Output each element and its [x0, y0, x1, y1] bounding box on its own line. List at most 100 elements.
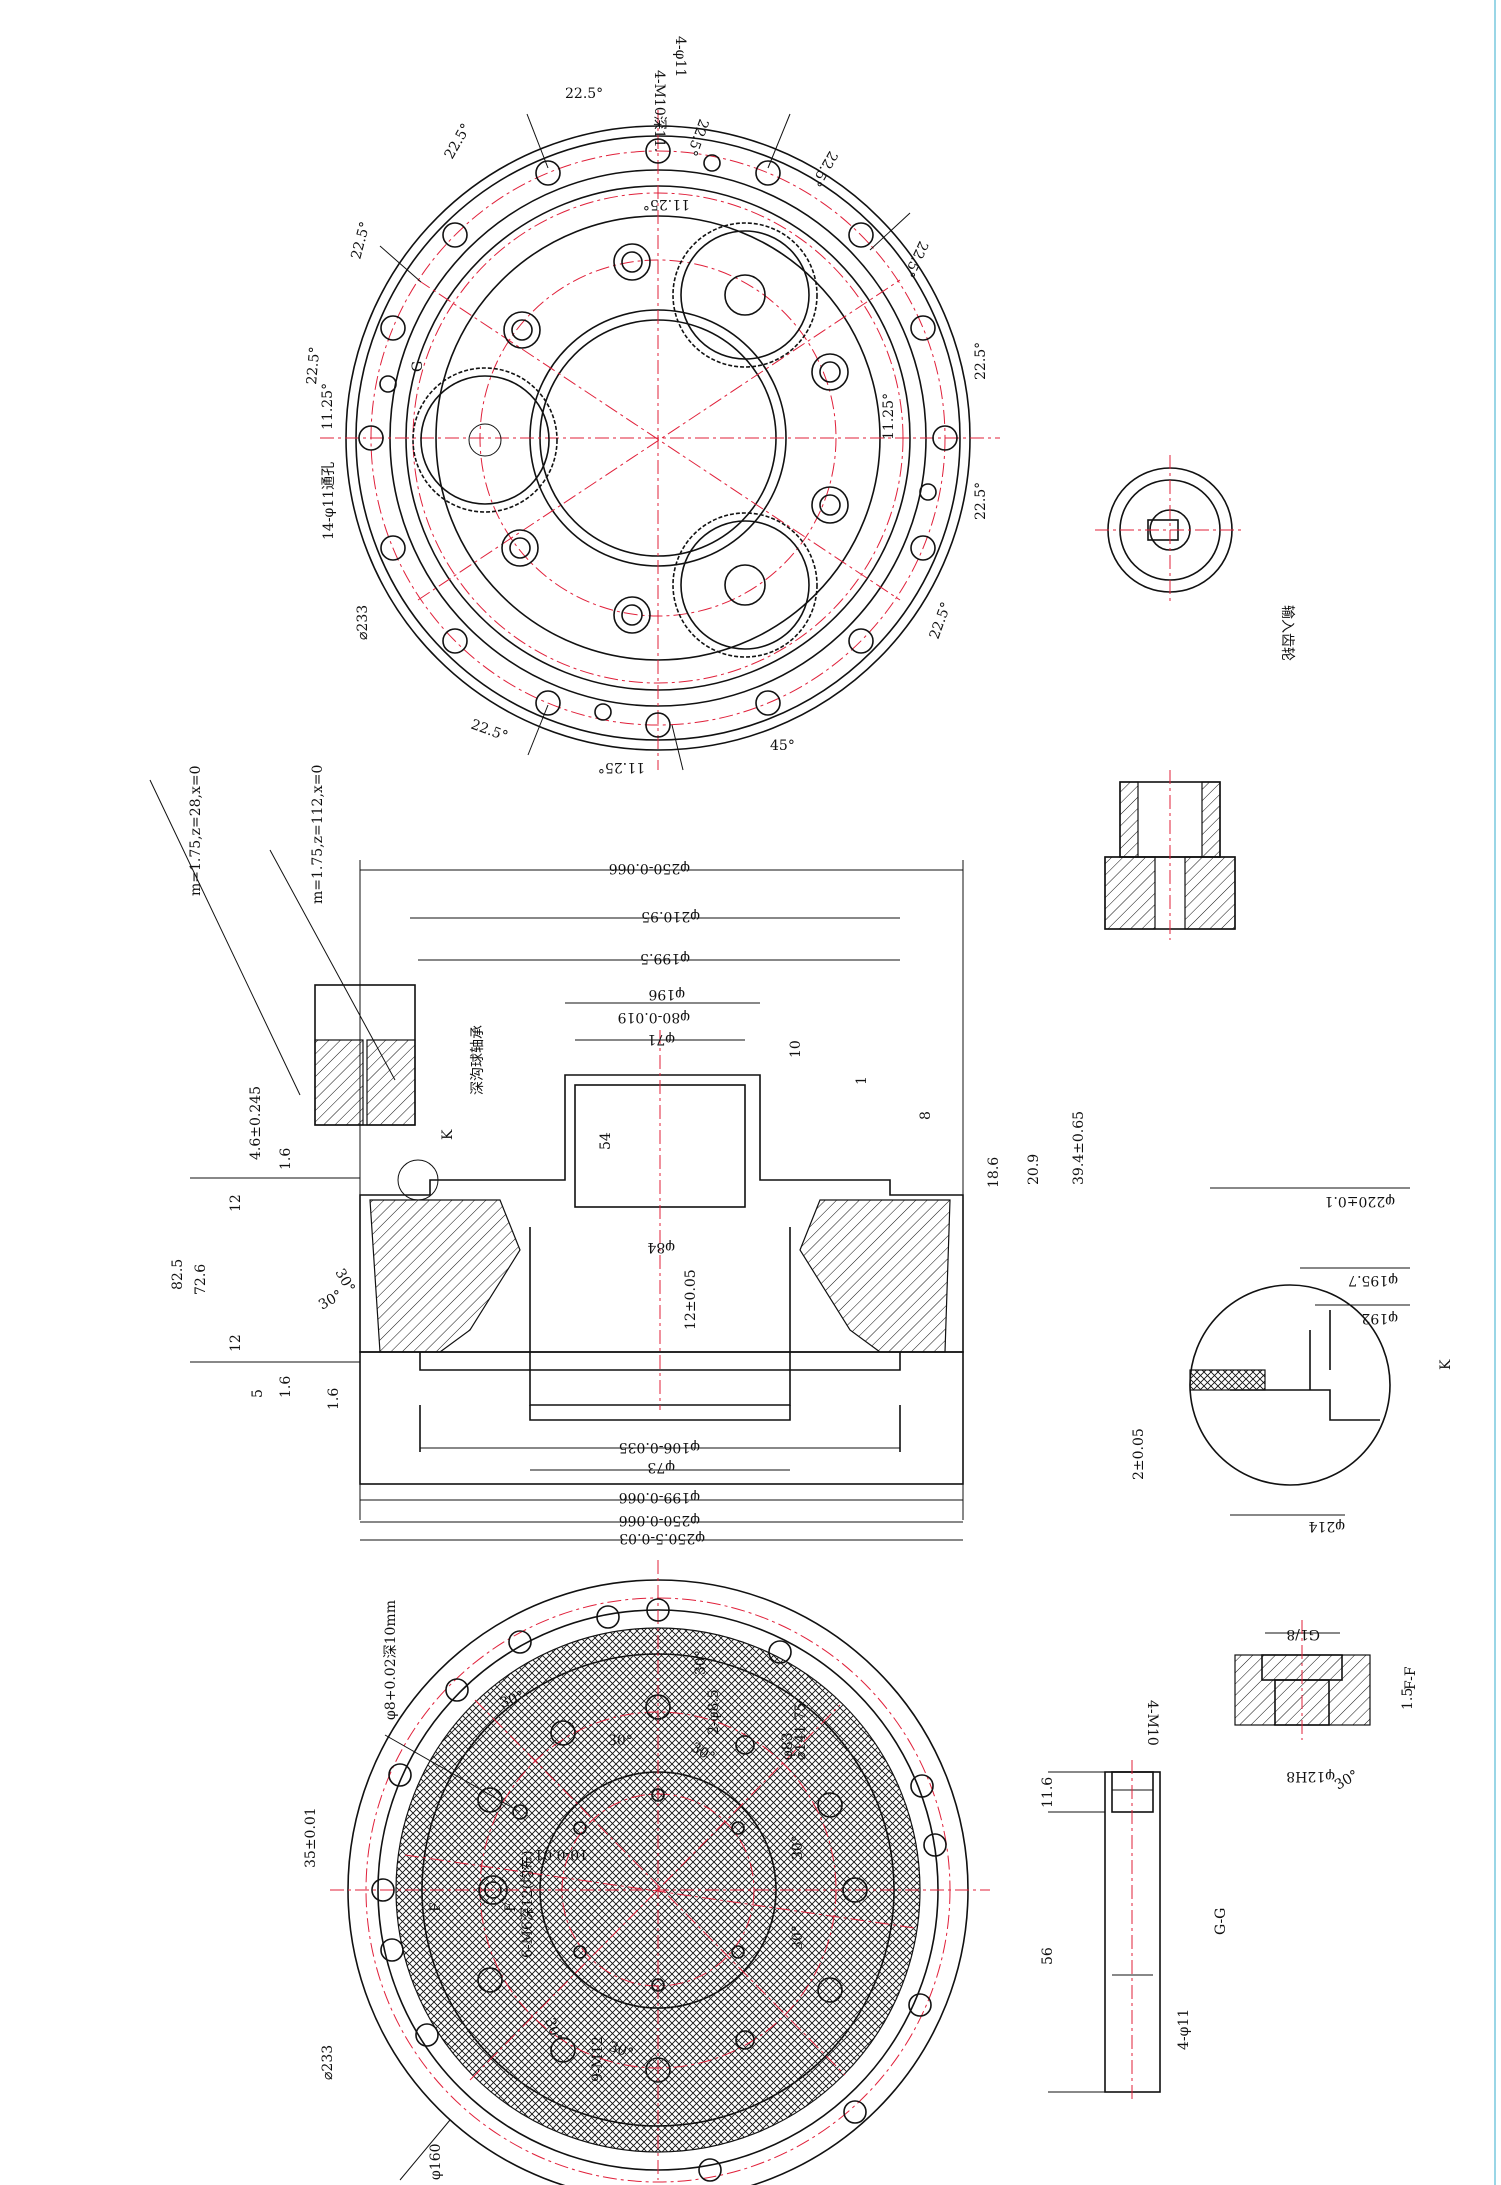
- bottom-d141-label: ⌀141.75: [793, 1703, 809, 1760]
- gg-hole: 4-φ11: [1176, 2009, 1192, 2050]
- bottom-d83-label: φ83: [780, 1732, 796, 1760]
- detail-k: K φ220±0.1 φ195.7 φ192 φ214 2±0.05: [1131, 1187, 1454, 1534]
- top-section-g: G: [410, 361, 426, 372]
- height-8: 1.6: [326, 1388, 342, 1410]
- gg-depth: 11.6: [1040, 1777, 1056, 1808]
- bottom-small-fit-label: 10-0.01: [534, 1846, 588, 1862]
- top-angle-0: 22.5°: [565, 86, 603, 102]
- bottom-d233-label: ⌀233: [320, 2045, 336, 2080]
- section-gg: G-G 4-M10 11.6 56 4-φ11: [1040, 1700, 1229, 2100]
- bottom-d160-label: φ160: [428, 2143, 444, 2180]
- height-5: 12: [228, 1334, 244, 1352]
- dia-bot-4: φ250-0.066: [619, 1512, 700, 1528]
- mid-dim-0: 54: [598, 1132, 614, 1150]
- dia-bot-0: φ84: [647, 1239, 675, 1255]
- bottom-angle-1: 30°: [608, 1733, 633, 1749]
- ff-thread: G1/8: [1286, 1626, 1320, 1642]
- top-offset-3: 11.25°: [598, 759, 645, 775]
- detail-k-mark: K: [440, 1129, 456, 1140]
- detail-k-dim-2: φ192: [1361, 1310, 1398, 1326]
- detail-k-dim-4: 2±0.05: [1131, 1428, 1147, 1480]
- ff-dim: 1.5: [1400, 1688, 1416, 1710]
- top-view: 4-M10深11. 4-φ11 14-φ11通孔 ⌀233 22.5° 22.5…: [304, 36, 1000, 775]
- right-dim-3: 18.6: [986, 1157, 1002, 1188]
- detail-k-dim-0: φ220±0.1: [1324, 1193, 1395, 1209]
- dia-top-2: φ199.5: [640, 950, 690, 966]
- top-angle-10: 45°: [770, 738, 795, 754]
- section-ff: F-F G1/8 1.5 φ12H8 30°: [1234, 1620, 1419, 1793]
- top-angle-7: 22.5°: [973, 342, 989, 380]
- dia-top-1: φ210.95: [641, 908, 700, 924]
- gear1-label: m=1.75,z=28,x=0: [188, 765, 204, 896]
- dia-top-4: φ80-0.019: [618, 1009, 690, 1025]
- bottom-d35-label: 35±0.01: [303, 1807, 319, 1868]
- bottom-angle-6: 30°: [607, 2039, 636, 2063]
- dia-bot-2: φ106-0.035: [619, 1439, 700, 1455]
- top-holes-14-label: 14-φ11通孔: [321, 462, 337, 540]
- height-6: 5: [250, 1389, 266, 1398]
- bottom-section-f-1: F: [428, 1902, 444, 1912]
- right-dim-4: 20.9: [1026, 1154, 1042, 1185]
- ff-hole: φ12H8: [1286, 1768, 1335, 1784]
- dia-bot-1: φ73: [647, 1459, 675, 1475]
- detail-k-title: K: [1438, 1359, 1454, 1370]
- gear2-label: m=1.75,z=112,x=0: [310, 765, 326, 904]
- height-3: 82.5: [170, 1259, 186, 1290]
- top-dia-label: ⌀233: [355, 605, 371, 640]
- bottom-angle-7: 30°: [498, 1688, 527, 1712]
- bottom-m12-label: 9-M12: [590, 2036, 606, 2082]
- section-angle-1: 30°: [316, 1287, 346, 1313]
- bottom-angle-4: 30°: [790, 1925, 806, 1950]
- top-holes-4b-label: 4-φ11: [672, 36, 688, 77]
- top-holes-4-label: 4-M10深11.: [651, 70, 667, 152]
- height-1: 1.6: [278, 1148, 294, 1170]
- input-gear-label: 输入齿轮: [1279, 605, 1295, 661]
- dia-bot-3: φ199-0.066: [619, 1489, 700, 1505]
- bottom-angle-5: 30°: [541, 2016, 565, 2045]
- height-2: 12: [228, 1194, 244, 1212]
- bottom-angle-0: 30°: [693, 1650, 709, 1675]
- cap-screws: [501, 243, 849, 634]
- top-angle-11: 22.5°: [469, 717, 510, 745]
- mid-dim-1: 12±0.05: [683, 1269, 699, 1330]
- top-angle-1: 22.5°: [442, 121, 475, 162]
- dia-top-5: φ71: [647, 1031, 675, 1047]
- top-angle-9: 22.5°: [927, 600, 955, 641]
- top-offset-0: 11.25°: [643, 196, 690, 212]
- dia-top-0: φ250-0.066: [609, 860, 690, 876]
- dia-top-3: φ196: [648, 986, 685, 1002]
- top-angle-2: 22.5°: [348, 220, 373, 261]
- dia-bot-5: φ250.5-0.03: [619, 1530, 705, 1546]
- top-angle-5: 22.5°: [807, 148, 840, 189]
- right-dim-2: 8: [918, 1111, 934, 1120]
- bottom-m6-label: 6-M6深12(均布): [520, 1850, 536, 1958]
- bottom-view: φ8+0.02深10mm 2-φ8.5 ⌀141.75 φ83 35±0.01 …: [303, 1560, 990, 2185]
- gg-thread: 4-M10: [1144, 1700, 1160, 1746]
- height-0: 4.6±0.245: [248, 1086, 264, 1160]
- top-angle-8: 22.5°: [973, 482, 989, 520]
- right-dim-1: 1: [854, 1076, 870, 1085]
- bottom-section-f-2: F: [503, 1902, 519, 1912]
- gg-length: 56: [1040, 1947, 1056, 1965]
- height-7: 1.6: [278, 1376, 294, 1398]
- bottom-outer-holes: [371, 1598, 947, 2182]
- detail-k-dim-3: φ214: [1308, 1518, 1345, 1534]
- top-offset-1: 11.25°: [320, 383, 336, 430]
- top-offset-2: 11.25°: [881, 393, 897, 440]
- top-angle-3: 22.5°: [304, 346, 323, 385]
- outer-bolt-holes: [358, 138, 958, 738]
- gg-title: G-G: [1213, 1908, 1229, 1935]
- section-view: m=1.75,z=28,x=0 m=1.75,z=112,x=0 深沟球轴承 φ…: [149, 765, 1087, 1546]
- detail-k-dim-1: φ195.7: [1348, 1272, 1398, 1288]
- right-dim-5: 39.4±0.65: [1071, 1111, 1087, 1185]
- bottom-fit-label: φ8+0.02深10mm: [383, 1600, 399, 1720]
- ff-title: F-F: [1403, 1666, 1419, 1690]
- input-gear-views: 输入齿轮: [1095, 455, 1295, 940]
- bottom-pin-label: 2-φ8.5: [706, 1689, 722, 1735]
- top-angle-6: 22.5°: [900, 238, 931, 279]
- height-4: 72.6: [193, 1264, 209, 1295]
- right-dim-0: 10: [788, 1040, 804, 1058]
- bearing-label: 深沟球轴承: [470, 1025, 486, 1095]
- planet-gears: [412, 222, 818, 658]
